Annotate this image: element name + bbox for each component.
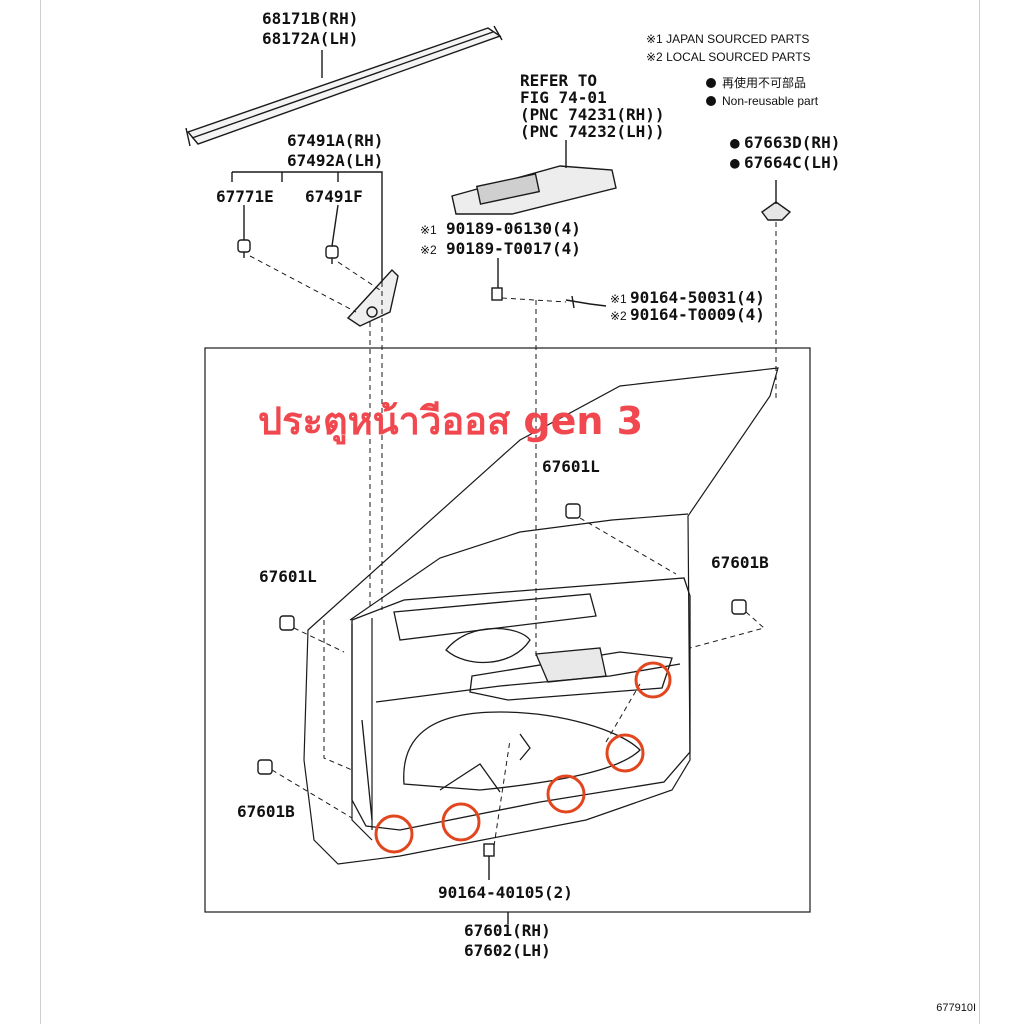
- label-67491a: 67491A(RH): [287, 131, 384, 150]
- label-67601: 67601(RH): [464, 921, 551, 940]
- legend-dot-icon-2: [706, 96, 716, 106]
- label-67601b-right: 67601B: [711, 553, 769, 572]
- belt-weatherstrip: [185, 25, 503, 147]
- clip-67663d: [761, 201, 792, 221]
- label-68171b: 68171B(RH): [262, 9, 359, 28]
- dot-marker-1: ●: [730, 133, 740, 152]
- door-trim-panel: [351, 577, 691, 831]
- label-67601b-left: 67601B: [237, 802, 295, 821]
- legend-dot-icon: [706, 78, 716, 88]
- clip-67771e: [237, 239, 251, 258]
- mark-1: ※1: [420, 223, 437, 237]
- dot-marker-2: ●: [730, 153, 740, 172]
- note-local: ※2 LOCAL SOURCED PARTS: [646, 50, 811, 64]
- mark-3: ※1: [610, 292, 627, 306]
- clip-67601l-left: [279, 615, 295, 631]
- label-90189-t0017: 90189-T0017(4): [446, 239, 581, 258]
- note-reuse-jp: 再使用不可部品: [722, 76, 807, 90]
- label-67602: 67602(LH): [464, 941, 551, 960]
- clip-67601b-right: [731, 599, 747, 615]
- refer-line3: (PNC 74231(RH)): [520, 105, 665, 124]
- label-67491f: 67491F: [305, 187, 363, 206]
- label-67771e: 67771E: [216, 187, 274, 206]
- label-67601l-top: 67601L: [542, 457, 600, 476]
- refer-line1: REFER TO: [520, 71, 598, 90]
- power-window-switch-base: [451, 165, 617, 215]
- screw-90164-50031: [565, 295, 591, 309]
- highlight-circle-5: [374, 814, 414, 854]
- label-90164-50031: 90164-50031(4): [630, 288, 765, 307]
- label-68172a: 68172A(LH): [262, 29, 359, 48]
- clip-67601b-left: [257, 759, 273, 775]
- corner-trim-piece: [346, 268, 399, 327]
- screw-90189: [491, 287, 503, 301]
- clip-67491f: [325, 245, 339, 264]
- leader-67491a: [282, 171, 383, 282]
- refer-line4: (PNC 74232(LH)): [520, 122, 665, 141]
- label-67664c: 67664C(LH): [744, 153, 841, 172]
- mark-2: ※2: [420, 243, 437, 257]
- mark-4: ※2: [610, 309, 627, 323]
- figure-number: 677910I: [936, 1002, 976, 1014]
- label-67663d: 67663D(RH): [744, 133, 841, 152]
- refer-line2: FIG 74-01: [520, 88, 607, 107]
- highlight-circle-3: [546, 774, 586, 814]
- note-reuse-en: Non-reusable part: [722, 94, 819, 108]
- highlight-circle-4: [441, 802, 481, 842]
- label-67601l-left: 67601L: [259, 567, 317, 586]
- label-90189-06130: 90189-06130(4): [446, 219, 581, 238]
- highlight-circle-2: [605, 733, 645, 773]
- highlight-circle-1: [634, 661, 672, 699]
- highlight-circles: [374, 661, 672, 854]
- page-frame: [40, 0, 980, 1024]
- clip-67601l-top: [565, 503, 581, 519]
- label-90164-40105: 90164-40105(2): [438, 883, 573, 902]
- page-title: ประตูหน้าวีออส gen 3: [258, 399, 644, 443]
- label-67492a: 67492A(LH): [287, 151, 384, 170]
- note-japan: ※1 JAPAN SOURCED PARTS: [646, 32, 810, 46]
- screw-90164-40105: [483, 843, 495, 857]
- label-90164-t0009: 90164-T0009(4): [630, 305, 765, 324]
